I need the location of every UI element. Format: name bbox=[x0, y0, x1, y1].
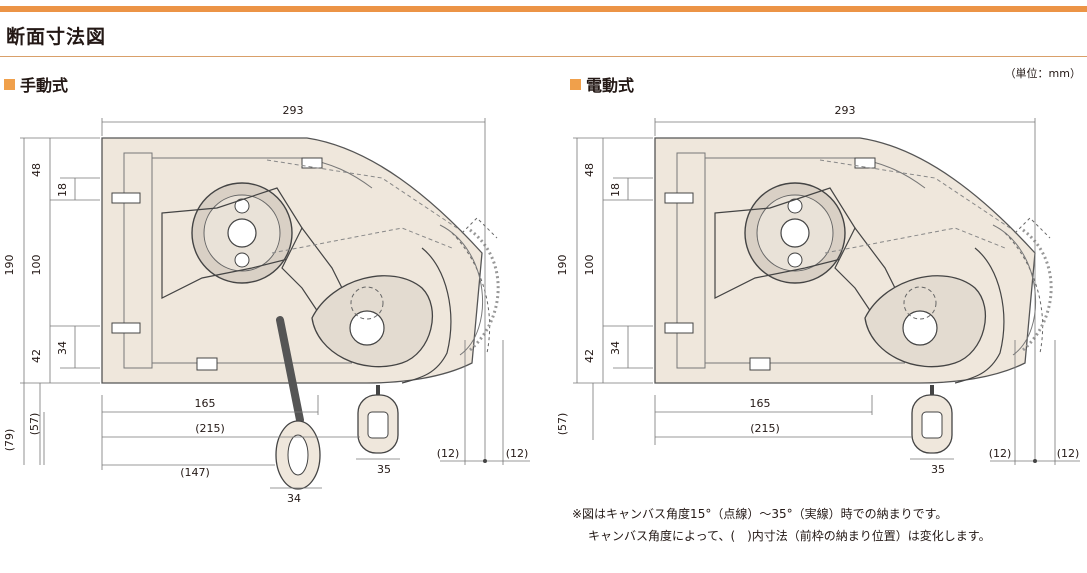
electric-section-label: 電動式 bbox=[586, 76, 635, 95]
manual-dim-12b: (12) bbox=[506, 447, 529, 460]
manual-dim-extra-far: (79) bbox=[3, 429, 16, 452]
footnote-line-1: ※図はキャンバス角度15°（点線）〜35°（実線）時での納まりです。 bbox=[572, 507, 948, 521]
bullet-square-icon bbox=[4, 78, 15, 90]
unit-note: （単位：mm） bbox=[1004, 67, 1081, 80]
footnote-line-2: キャンバス角度によって、( )内寸法（前枠の納まり位置）は変化します。 bbox=[588, 529, 991, 543]
electric-dim-215: (215) bbox=[750, 422, 780, 435]
electric-dim-extra-left: (57) bbox=[556, 413, 569, 436]
manual-section-heading: 手動式 bbox=[4, 72, 68, 96]
electric-dim-width: 293 bbox=[835, 104, 856, 117]
electric-dim-12a: (12) bbox=[989, 447, 1012, 460]
electric-dim-12b: (12) bbox=[1057, 447, 1080, 460]
manual-dim-height-total: 190 bbox=[3, 255, 16, 276]
manual-dim-top-small: 18 bbox=[56, 183, 69, 197]
header-accent-bar bbox=[0, 6, 1087, 12]
header-divider bbox=[0, 56, 1087, 57]
electric-dim-165: 165 bbox=[750, 397, 771, 410]
manual-dim-middle: 100 bbox=[30, 255, 43, 276]
electric-section-heading: 電動式 bbox=[570, 72, 634, 96]
manual-dim-34: 34 bbox=[287, 492, 301, 505]
manual-section-label: 手動式 bbox=[20, 76, 69, 95]
electric-dim-middle: 100 bbox=[583, 255, 596, 276]
manual-dim-width: 293 bbox=[283, 104, 304, 117]
electric-dim-top: 48 bbox=[583, 163, 596, 177]
electric-dim-height-total: 190 bbox=[556, 255, 569, 276]
electric-dim-bottom: 42 bbox=[583, 349, 596, 363]
manual-dim-35: 35 bbox=[377, 463, 391, 476]
electric-dim-bottom-small: 34 bbox=[609, 341, 622, 355]
manual-dim-12a: (12) bbox=[437, 447, 460, 460]
page-title: 断面寸法図 bbox=[6, 26, 107, 48]
manual-dim-147: (147) bbox=[180, 466, 210, 479]
manual-dim-extra-left: (57) bbox=[28, 413, 41, 436]
electric-dim-35: 35 bbox=[931, 463, 945, 476]
bullet-square-icon bbox=[570, 78, 581, 90]
manual-drawing: 293 190 48 18 100 42 34 (57) (79) 165 (2… bbox=[3, 104, 530, 505]
manual-dim-215: (215) bbox=[195, 422, 225, 435]
manual-dim-bottom-small: 34 bbox=[56, 341, 69, 355]
manual-dim-165: 165 bbox=[195, 397, 216, 410]
electric-drawing: 293 190 48 18 100 42 34 (57) 165 (215) 3… bbox=[556, 104, 1080, 476]
manual-dim-top: 48 bbox=[30, 163, 43, 177]
manual-dim-bottom: 42 bbox=[30, 349, 43, 363]
electric-dim-top-small: 18 bbox=[609, 183, 622, 197]
